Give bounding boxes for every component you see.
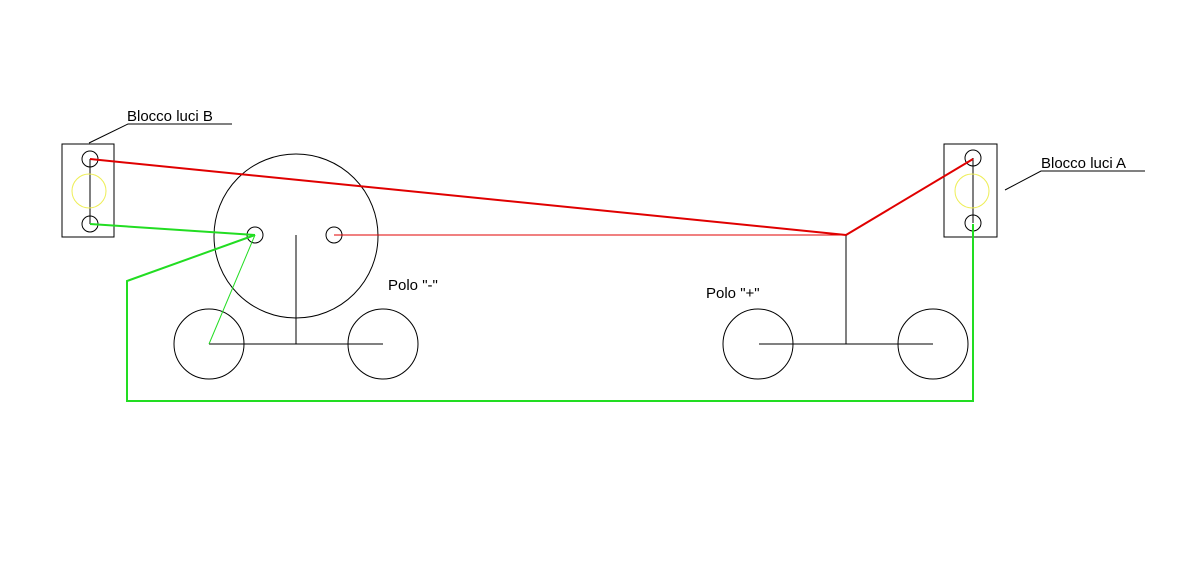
negative-wires	[89, 223, 974, 402]
lamp-b	[71, 173, 107, 209]
light-block-a	[943, 143, 1145, 238]
bogie-positive	[722, 235, 969, 380]
label-pole-positive: Polo "+"	[706, 285, 760, 302]
wheel	[897, 308, 969, 380]
label-block-b: Blocco luci B	[127, 108, 213, 125]
leader-b	[88, 123, 232, 144]
positive-wires	[89, 158, 974, 236]
leader-a	[1004, 170, 1145, 191]
label-pole-negative: Polo "-"	[388, 277, 438, 294]
label-block-a: Blocco luci A	[1041, 155, 1127, 172]
wheel	[722, 308, 794, 380]
lamp-a	[954, 173, 990, 209]
wheel	[347, 308, 419, 380]
wheel	[173, 308, 245, 380]
light-block-b	[61, 123, 232, 238]
terminal-a-top	[964, 149, 982, 167]
